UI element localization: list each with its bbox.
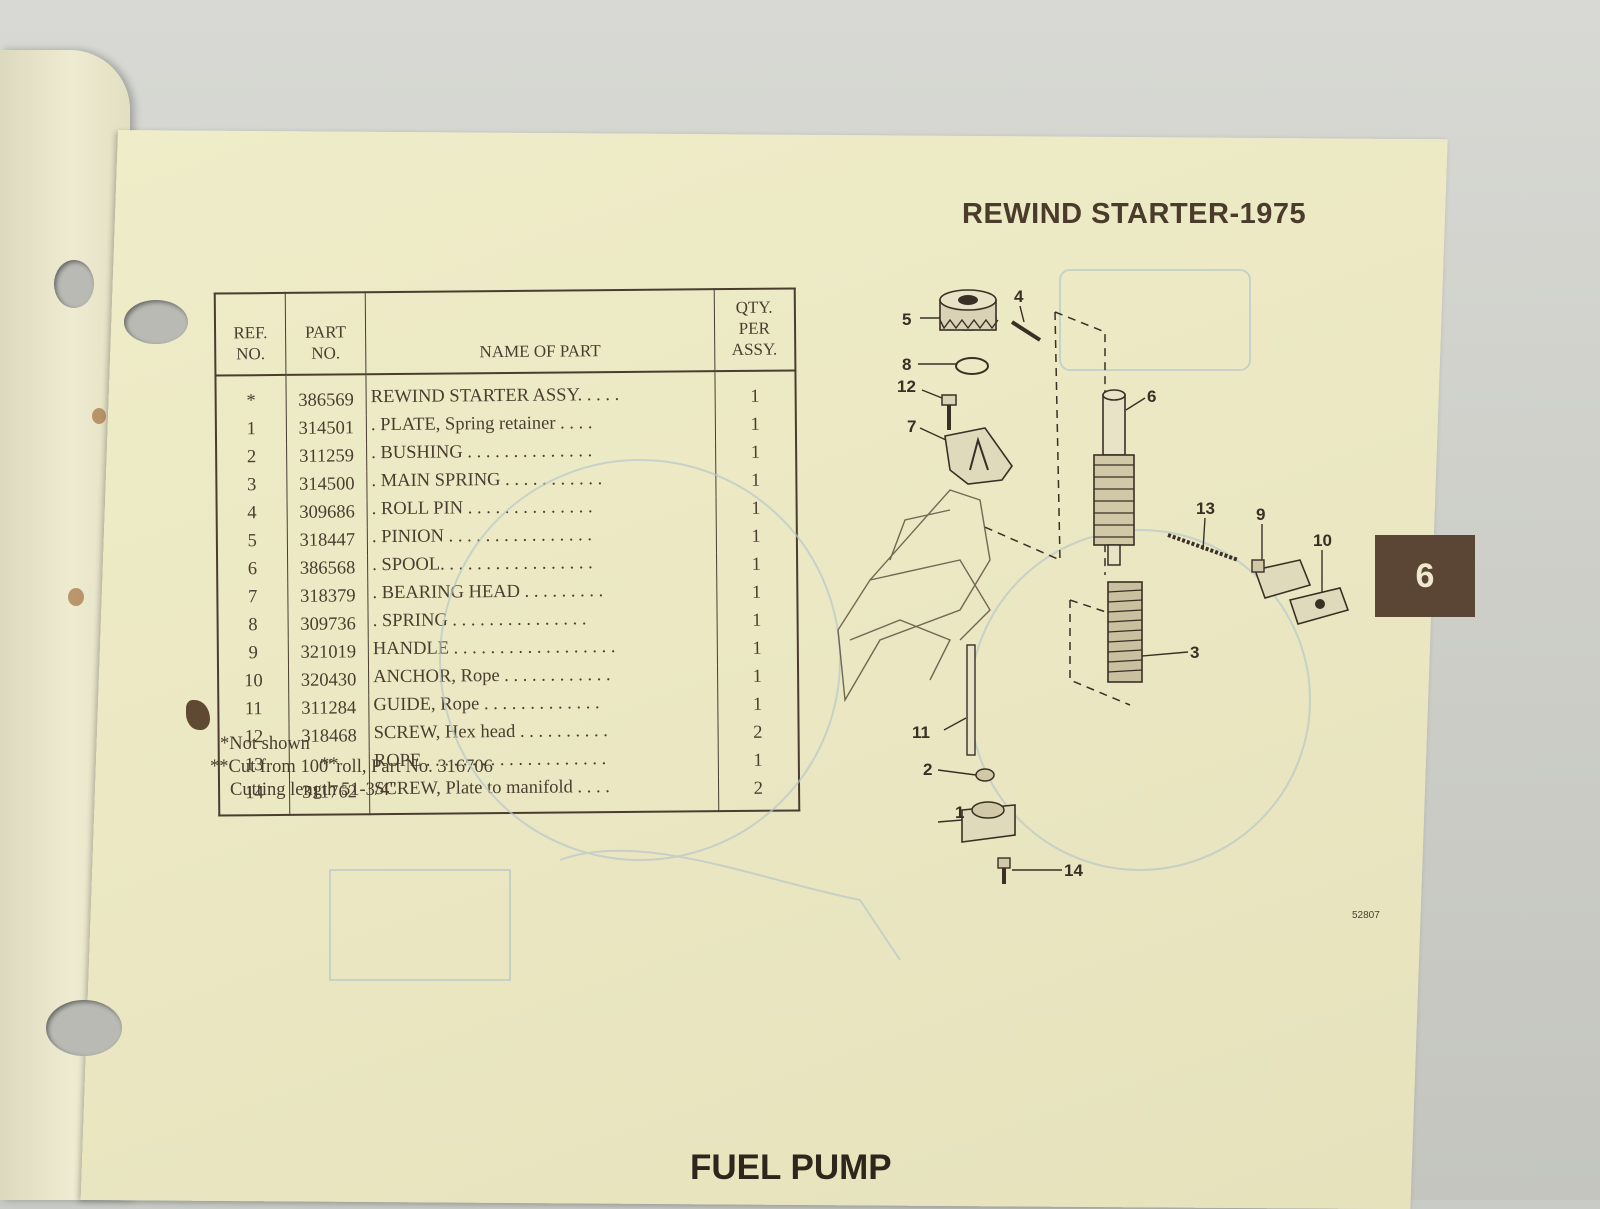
part-pinion <box>939 289 999 331</box>
callout-10: 10 <box>1313 531 1332 550</box>
section-tab: 6 <box>1375 535 1475 617</box>
part-retainer-plate <box>961 801 1016 843</box>
part-rope-guide <box>966 644 976 756</box>
part-rope-anchor <box>1288 587 1350 625</box>
callout-5: 5 <box>902 310 911 329</box>
bleed-through-ghost <box>329 269 1311 981</box>
callout-4: 4 <box>1014 287 1024 306</box>
footnotes: *Not shown **Cut from 100' roll, Part No… <box>210 733 493 802</box>
part-handle <box>1251 559 1312 599</box>
part-bushing <box>975 768 995 782</box>
figure-number: 52807 <box>1352 910 1380 921</box>
footnote-not-shown: *Not shown <box>220 734 310 754</box>
callout-3: 3 <box>1190 643 1199 662</box>
part-spool <box>1093 389 1135 566</box>
rust-stain <box>92 408 106 424</box>
footnote-cutting-length: Cutting length 51-3/4" <box>230 780 397 800</box>
part-screw-14 <box>997 857 1011 884</box>
callout-14: 14 <box>1064 861 1083 880</box>
part-spring-clip <box>955 357 989 375</box>
part-screw-12 <box>941 394 957 430</box>
callout-8: 8 <box>902 355 911 374</box>
binder-hole-top-left-page <box>54 260 94 308</box>
binder-hole-bottom <box>46 1000 122 1056</box>
page-title: REWIND STARTER-1975 <box>962 198 1307 230</box>
rust-stain <box>68 588 84 606</box>
callout-12: 12 <box>897 377 916 396</box>
callout-9: 9 <box>1256 505 1265 524</box>
leader-lines <box>918 305 1323 871</box>
callout-labels: 1 2 3 4 5 6 7 8 9 10 11 12 13 14 <box>897 287 1332 880</box>
binder-hole-top <box>124 300 188 344</box>
callout-13: 13 <box>1196 499 1215 518</box>
callout-6: 6 <box>1147 387 1156 406</box>
part-roll-pin <box>1010 320 1042 342</box>
callout-7: 7 <box>907 417 916 436</box>
part-main-spring <box>1107 581 1143 683</box>
callout-11: 11 <box>912 723 930 742</box>
part-bearing-head <box>944 427 1013 485</box>
callout-1: 1 <box>955 803 964 822</box>
callout-2: 2 <box>923 760 932 779</box>
next-section-title: FUEL PUMP <box>690 1148 892 1187</box>
starter-housing <box>837 489 991 703</box>
footnote-cut-from-roll: **Cut from 100' roll, Part No. 316706 <box>210 757 493 777</box>
